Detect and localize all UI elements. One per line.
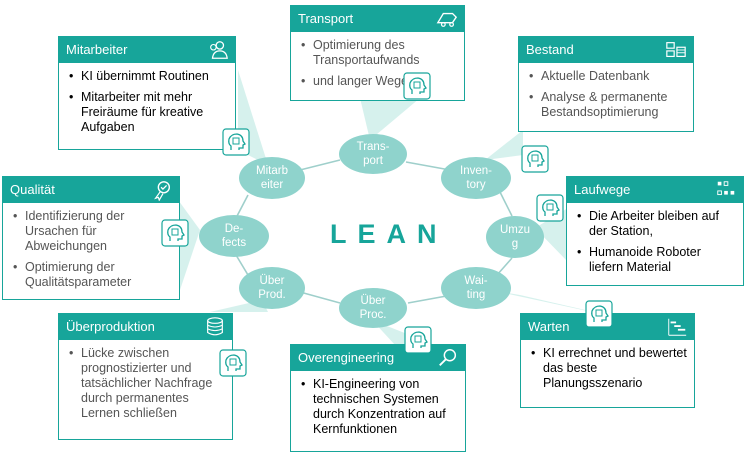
- oval-label-defects-2: fects: [222, 237, 247, 249]
- oval-defects: [199, 215, 269, 257]
- box-mitarbeiter-bullet-1: KI übernimmt Routinen: [69, 69, 229, 84]
- box-laufwege-bullet-2: Humanoide Roboter liefern Material: [577, 245, 737, 275]
- ai-head-icon: [403, 72, 431, 100]
- oval-ueber-proc: [339, 288, 407, 328]
- box-laufwege: Laufwege Die Arbeiter bleiben auf der St…: [566, 176, 744, 286]
- box-bestand-bullet-1: Aktuelle Datenbank: [529, 69, 687, 84]
- oval-waiting: [441, 267, 511, 309]
- box-mitarbeiter-header: Mitarbeiter: [59, 37, 235, 63]
- wedge-transport: [360, 98, 420, 140]
- oval-label-inventory-1: Inven-: [460, 165, 492, 177]
- oval-label-ueber-proc-2: Proc.: [360, 309, 387, 321]
- oval-ueber-prod: [239, 267, 305, 309]
- box-laufwege-title: Laufwege: [574, 182, 631, 197]
- box-transport-bullet-1: Optimierung des Transportaufwands: [301, 38, 458, 68]
- inventory-grid-icon: [666, 42, 686, 58]
- box-ueberproduktion-header: Überproduktion: [59, 314, 232, 340]
- truck-icon: [436, 12, 458, 27]
- oval-label-mitarbeiter-1: Mitarb: [256, 165, 288, 177]
- box-warten-bullet-1: KI errechnet und bewertet das beste Plan…: [531, 346, 688, 391]
- box-warten: Warten KI errechnet und bewertet das bes…: [520, 313, 695, 408]
- ring-connectors: [235, 159, 513, 304]
- box-transport: Transport Optimierung des Transportaufwa…: [290, 5, 465, 101]
- box-bestand: Bestand Aktuelle Datenbank Analyse & per…: [518, 36, 694, 173]
- coin-stack-icon: [207, 317, 223, 336]
- box-overengineering-title: Overengineering: [298, 350, 395, 365]
- box-qualitaet-header: Qualität: [3, 177, 179, 203]
- box-bestand-bullet-2: Analyse & permanente Bestandsoptimierung: [529, 90, 687, 120]
- box-bestand-header: Bestand: [519, 37, 693, 63]
- oval-label-mitarbeiter-2: eiter: [261, 179, 284, 191]
- oval-label-inventory-2: tory: [466, 179, 485, 191]
- award-badge-icon: [154, 181, 171, 201]
- oval-label-waiting-1: Wai-: [464, 275, 487, 287]
- box-ueberproduktion: Überproduktion Lücke zwischen prognostiz…: [58, 313, 247, 440]
- box-qualitaet-title: Qualität: [10, 182, 55, 197]
- oval-label-ueber-prod-2: Prod.: [258, 289, 286, 301]
- box-overengineering: Overengineering KI-Engineering von techn…: [290, 344, 466, 452]
- box-transport-title: Transport: [298, 11, 354, 26]
- box-qualitaet-bullet-2: Optimierung der Qualitätsparameter: [13, 260, 173, 290]
- magnifier-icon: [439, 349, 457, 366]
- box-transport-header: Transport: [291, 6, 464, 32]
- oval-label-umzug-2: g: [512, 238, 518, 250]
- center-title: LEAN: [330, 219, 448, 249]
- oval-label-umzug-1: Umzu: [500, 224, 530, 236]
- box-warten-title: Warten: [528, 319, 570, 334]
- box-overengineering-bullet-1: KI-Engineering von technischen Systemen …: [301, 377, 459, 437]
- ai-head-icon: [521, 145, 549, 173]
- path-icon: [717, 181, 735, 196]
- box-mitarbeiter-title: Mitarbeiter: [66, 42, 128, 57]
- oval-label-defects-1: De-: [225, 223, 244, 235]
- waste-ovals: [199, 134, 544, 328]
- ai-head-icon: [536, 194, 564, 222]
- ai-head-icon: [222, 128, 250, 156]
- ai-head-icon: [585, 300, 613, 328]
- oval-umzug: [486, 216, 544, 258]
- gantt-icon: [668, 318, 687, 336]
- oval-transport: [339, 134, 407, 174]
- oval-label-ueber-prod-1: Über: [260, 275, 285, 287]
- box-qualitaet-bullet-1: Identifizierung der Ursachen für Abweich…: [13, 209, 173, 254]
- box-mitarbeiter: Mitarbeiter KI übernimmt Routinen Mitarb…: [58, 36, 236, 150]
- ai-head-icon: [161, 219, 189, 247]
- oval-label-ueber-proc-1: Über: [361, 295, 386, 307]
- box-ueberproduktion-bullet-1: Lücke zwischen prognostizierter und tats…: [69, 346, 226, 421]
- box-qualitaet: Qualität Identifizierung der Ursachen fü…: [2, 176, 189, 300]
- ai-head-icon: [404, 326, 432, 354]
- wedge-bestand: [485, 130, 523, 160]
- oval-label-transport-2: port: [363, 155, 384, 167]
- oval-inventory: [441, 157, 511, 199]
- box-overengineering-header: Overengineering: [291, 345, 465, 371]
- oval-label-waiting-2: ting: [467, 289, 486, 301]
- box-mitarbeiter-bullet-2: Mitarbeiter mit mehr Freiräume für kreat…: [69, 90, 229, 135]
- oval-mitarbeiter: [239, 157, 305, 199]
- box-laufwege-header: Laufwege: [567, 177, 743, 203]
- oval-label-transport-1: Trans-: [357, 141, 390, 153]
- box-bestand-title: Bestand: [526, 42, 574, 57]
- people-icon: [210, 41, 228, 59]
- box-ueberproduktion-title: Überproduktion: [66, 319, 155, 334]
- oval-labels: Trans- port Inven- tory Umzu g Wai- ting…: [222, 141, 530, 321]
- box-transport-bullet-2: und langer Wege: [301, 74, 458, 89]
- ai-head-icon: [219, 349, 247, 377]
- box-laufwege-bullet-1: Die Arbeiter bleiben auf der Station,: [577, 209, 737, 239]
